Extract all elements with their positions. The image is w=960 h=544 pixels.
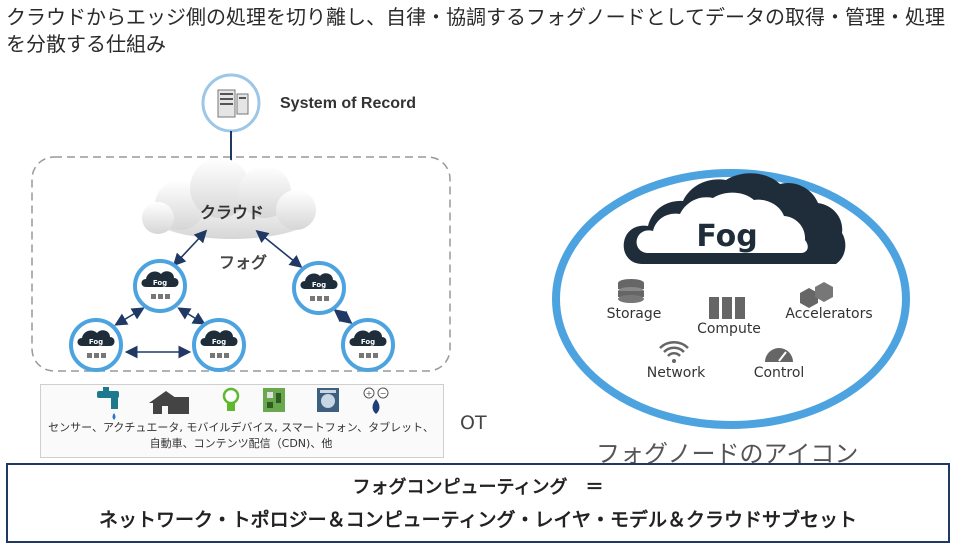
wifi-icon (659, 341, 689, 363)
fog-node-mini-label: Fog (312, 281, 326, 289)
fog-node-mini-label: Fog (361, 338, 375, 346)
server-icon (201, 73, 261, 133)
fog-node-title: Fog (696, 219, 757, 254)
page-title: クラウドからエッジ側の処理を切り離し、自律・協調するフォグノードとしてデータの取… (6, 5, 945, 56)
svg-text:+: + (366, 389, 373, 398)
definition-box: フォグコンピューティング ＝ ネットワーク・トポロジー＆コンピューティング・レイ… (6, 463, 950, 543)
svg-text:−: − (380, 389, 387, 398)
cloud-shape (142, 158, 316, 239)
fog-label: フォグ (219, 253, 267, 272)
fog-node-mini: Fog (292, 261, 346, 315)
fog-node-mini: Fog (192, 318, 246, 372)
storage-label: Storage (607, 306, 662, 322)
faucet-icon (97, 387, 119, 420)
link-cloud-fog-left (172, 229, 208, 267)
definition-line-2: ネットワーク・トポロジー＆コンピューティング・レイヤ・モデル＆クラウドサブセット (99, 509, 857, 531)
house-icon (149, 391, 189, 414)
fog-node-mini-label: Fog (153, 279, 167, 287)
accelerators-label: Accelerators (785, 306, 872, 322)
compute-label: Compute (697, 321, 761, 337)
battery-icon: + − (363, 387, 389, 414)
definition-line-1: フォグコンピューティング ＝ (352, 477, 604, 498)
link-fog-a-d (177, 307, 206, 325)
ot-device-caption: センサー、アクチュエータ, モバイルデバイス, スマートフォン、タブレット、自動… (48, 421, 434, 450)
fog-node-mini-label: Fog (89, 338, 103, 346)
compute-icon (709, 297, 745, 319)
ot-device-icons: + − (97, 387, 389, 420)
bulb-icon (222, 387, 240, 411)
link-fog-a-c (114, 307, 145, 326)
fog-node-icon: Fog Storage Compute Accelerators (552, 169, 910, 429)
system-of-record-label: System of Record (280, 95, 417, 112)
accelerators-icon (800, 282, 833, 308)
fog-node-mini-label: Fog (212, 338, 226, 346)
control-label: Control (754, 365, 805, 381)
link-fog-b-e (333, 309, 353, 324)
network-label: Network (647, 365, 706, 381)
ot-label: OT (460, 412, 487, 434)
storage-icon (618, 279, 644, 303)
cloud-label: クラウド (200, 203, 264, 222)
link-cloud-fog-right (255, 229, 303, 269)
fog-node-mini: Fog (341, 318, 395, 372)
fog-cloud-shape (623, 173, 846, 264)
fog-layer-boundary (31, 156, 451, 372)
circuit-board-icon (263, 388, 285, 412)
appliance-icon (317, 388, 339, 412)
fog-node-mini: Fog (69, 318, 123, 372)
fog-node-mini: Fog (133, 259, 187, 313)
gauge-icon (765, 348, 793, 362)
ot-device-panel: + − (40, 384, 444, 458)
